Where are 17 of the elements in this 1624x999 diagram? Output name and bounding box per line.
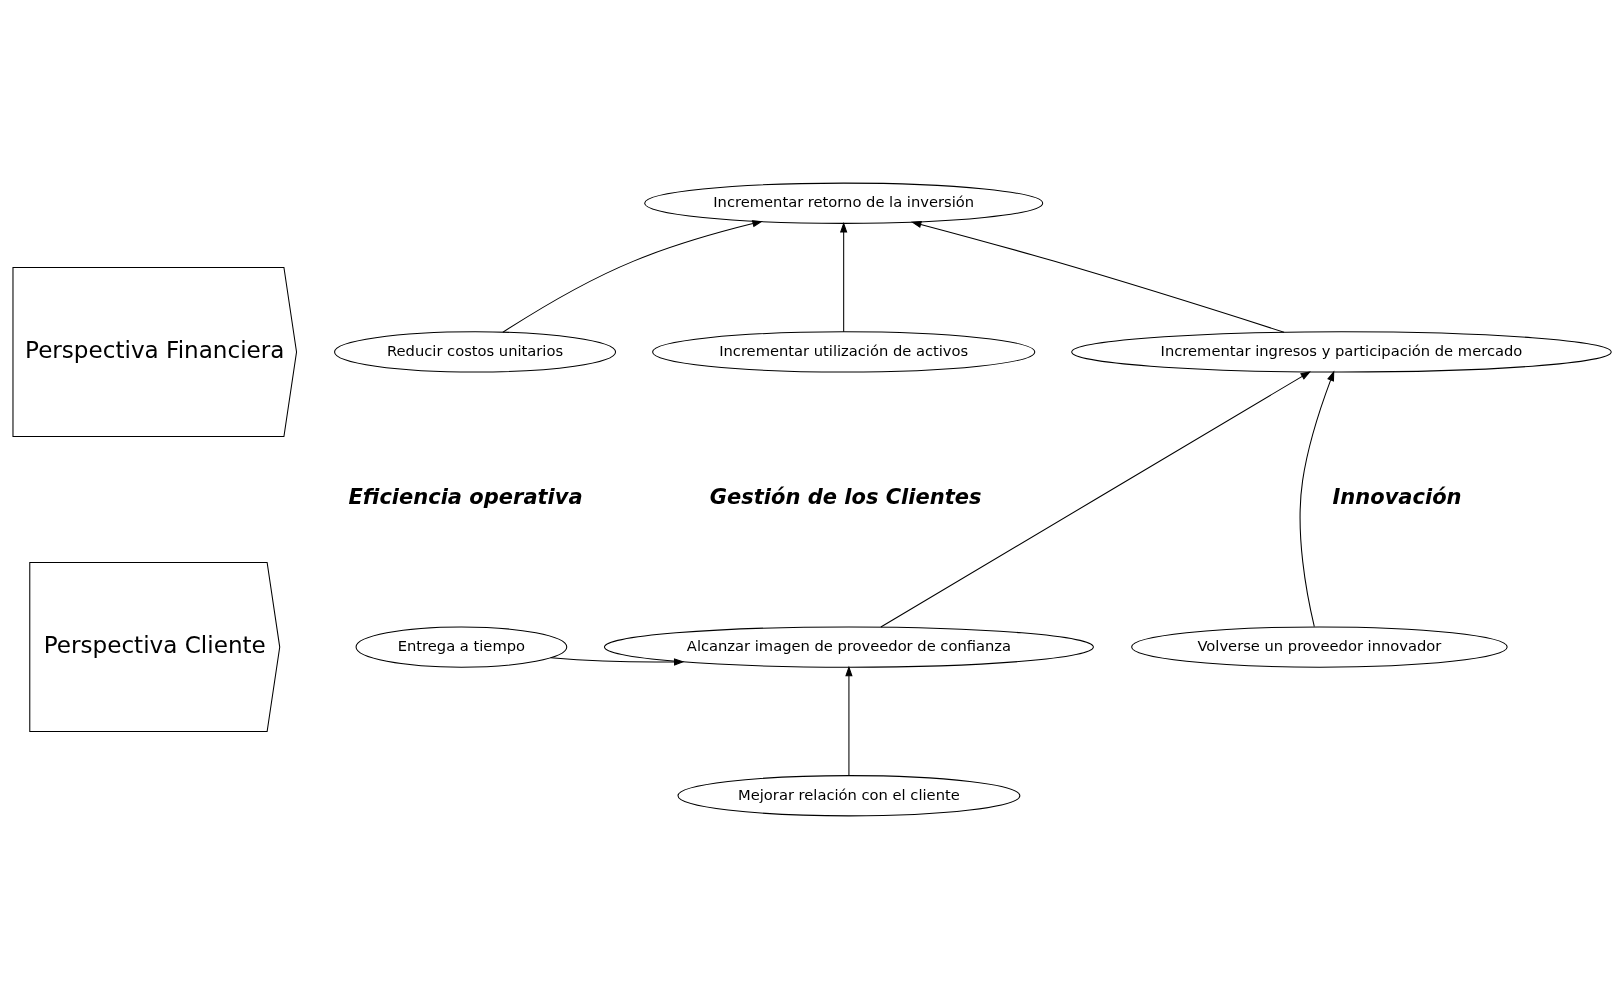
arrow (845, 665, 853, 777)
arrow (502, 220, 763, 333)
arrow (910, 220, 1285, 333)
node-ellipse: Incrementar ingresos y participación de mercado (1071, 331, 1612, 373)
node-ellipse: Volverse un proveedor innovador (1131, 626, 1508, 668)
label: Eficiencia operativa (348, 484, 583, 509)
arrow (1299, 370, 1335, 628)
node-ellipse: Entrega a tiempo (355, 626, 568, 668)
node-ellipse: Incrementar utilización de activos (652, 331, 1036, 373)
arrow (550, 657, 685, 666)
arrow (840, 221, 848, 333)
label: Innovación (1332, 484, 1462, 509)
arrow (880, 371, 1311, 628)
node-ellipse: Mejorar relación con el cliente (677, 775, 1021, 817)
node-ellipse: Incrementar retorno de la inversión (644, 182, 1044, 224)
node-ellipse: Reducir costos unitarios (334, 331, 617, 373)
label: Gestión de los Clientes (709, 484, 982, 509)
